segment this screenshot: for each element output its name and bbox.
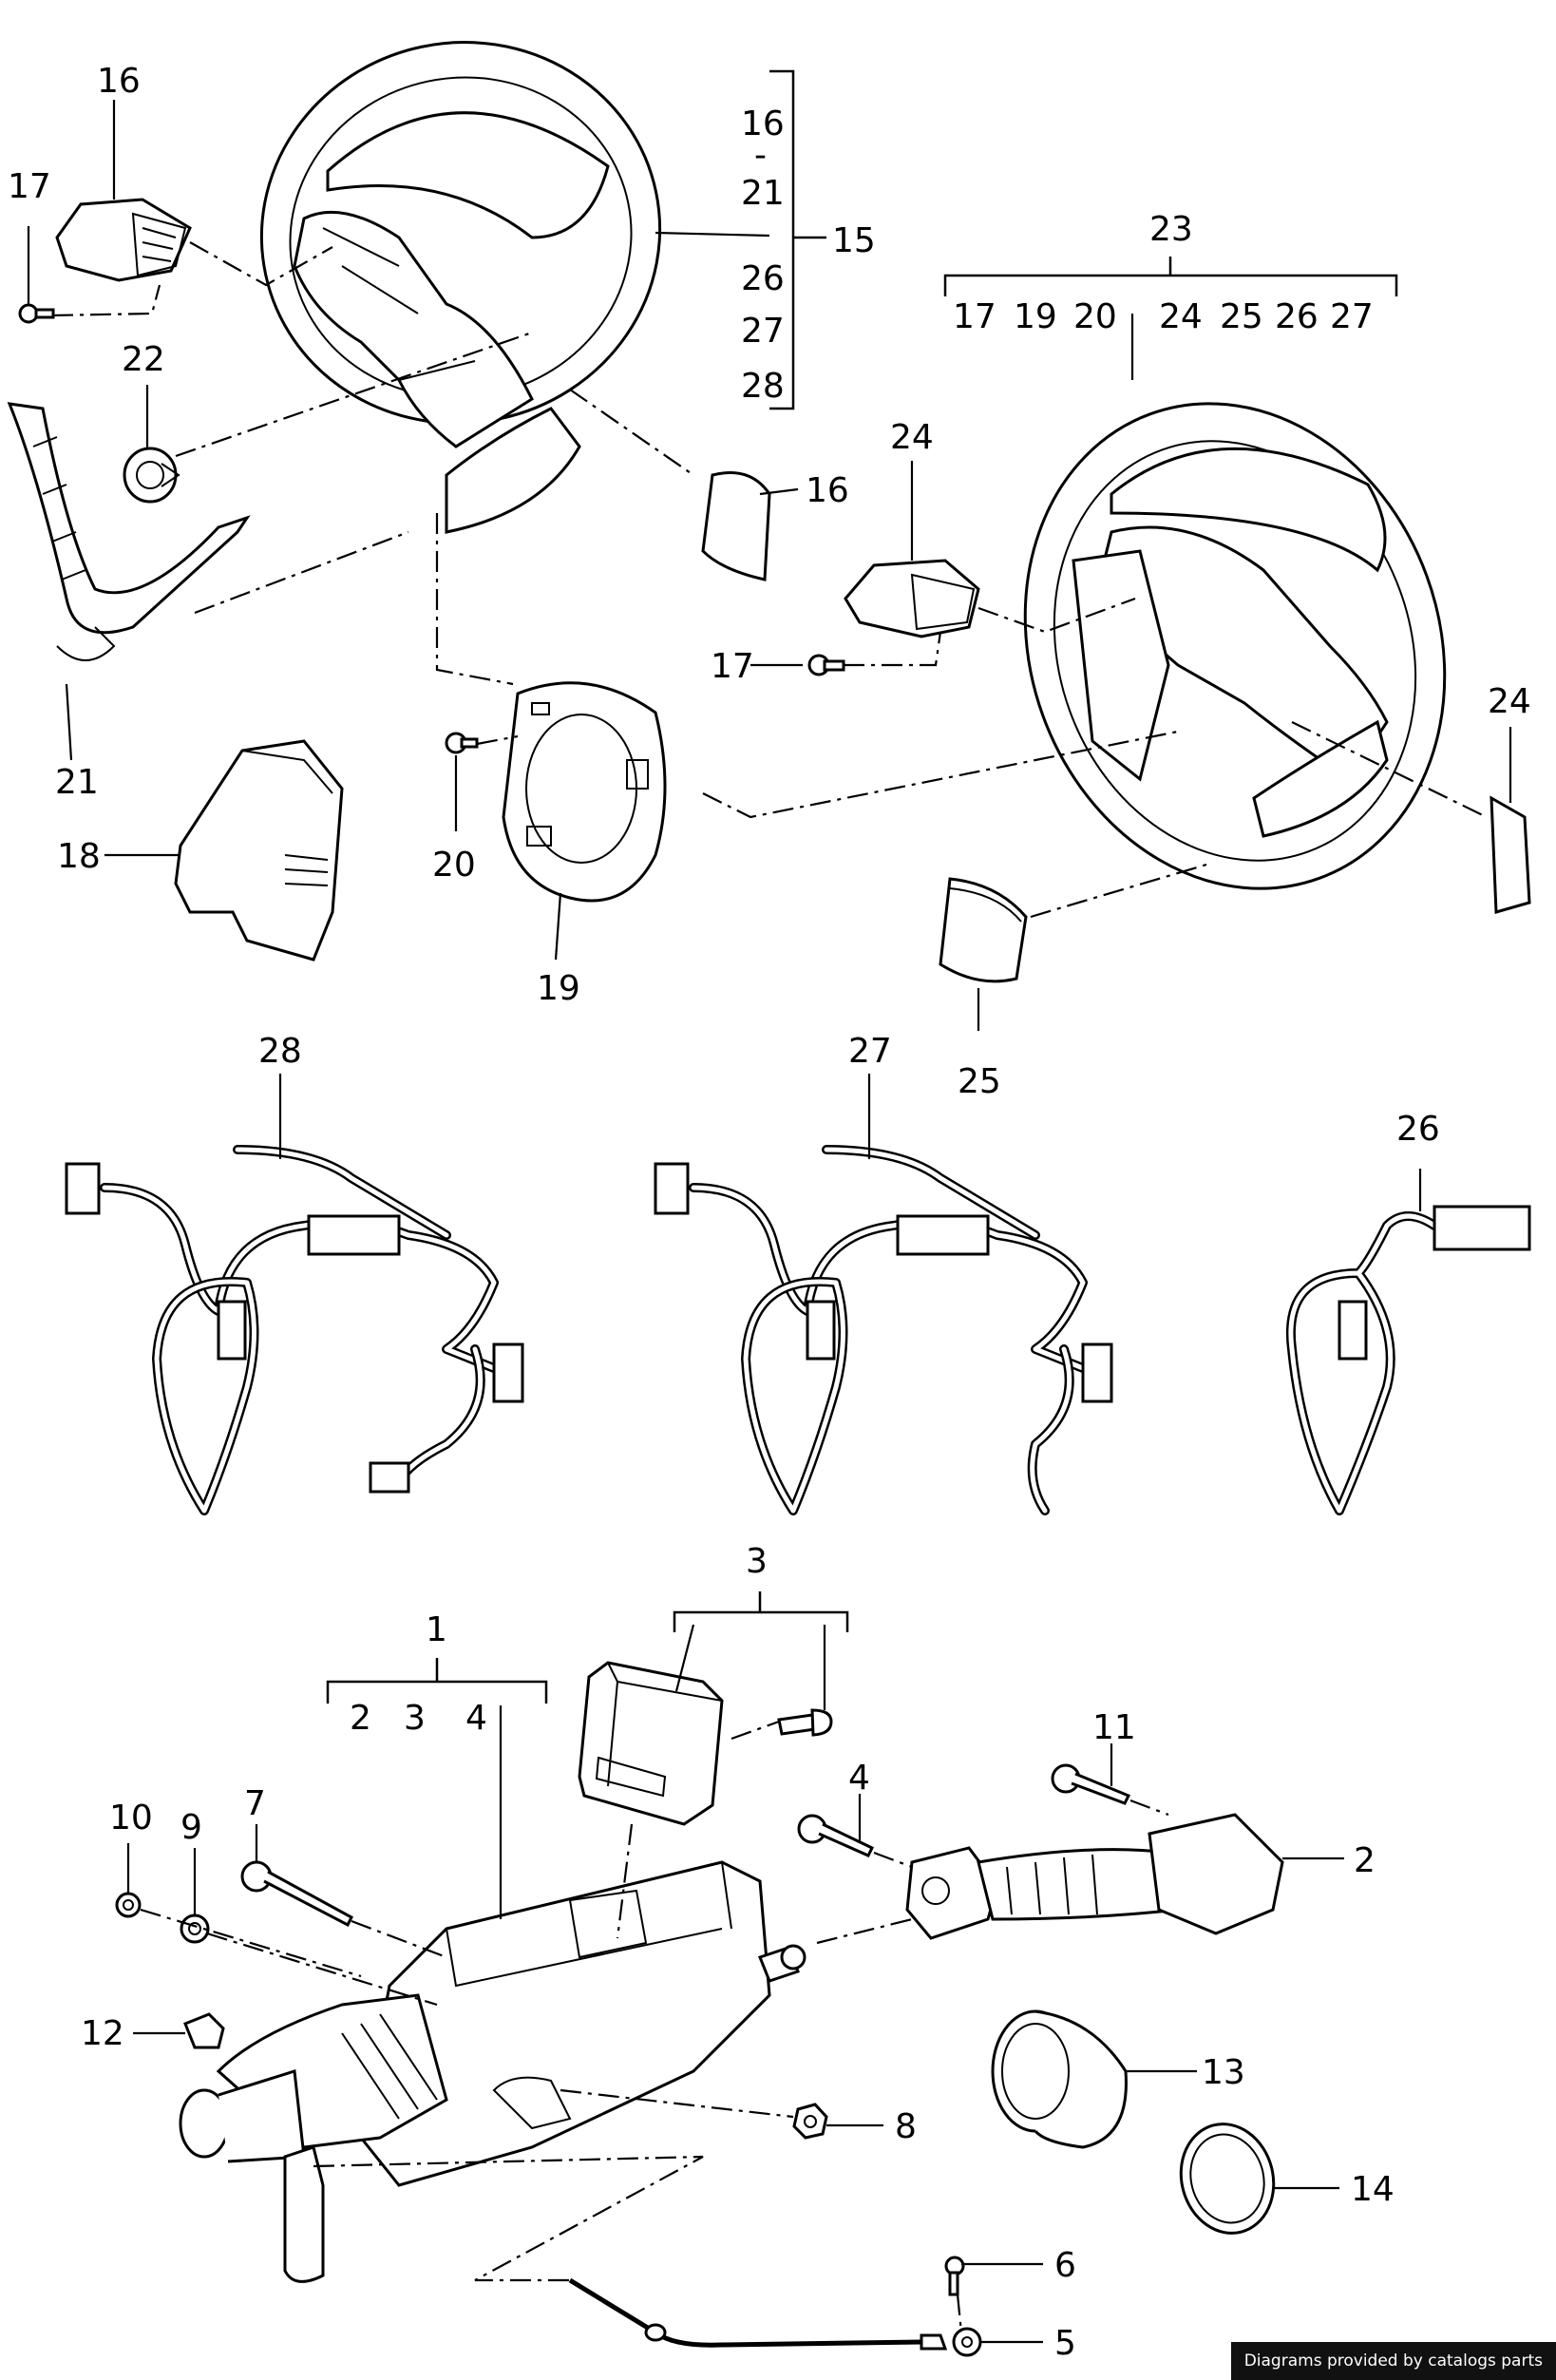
module-18 — [174, 739, 344, 962]
callout-11: 11 — [1092, 1708, 1136, 1747]
group23-27: 27 — [1330, 297, 1374, 336]
harness-27 — [654, 1145, 1113, 1515]
group1-2: 2 — [350, 1699, 371, 1738]
group15-28: 28 — [741, 367, 785, 406]
trim-21 — [7, 402, 251, 661]
washer-9 — [180, 1914, 210, 1944]
callout-2: 2 — [1354, 1841, 1376, 1880]
callout-17-left: 17 — [8, 167, 51, 206]
callout-17-middle: 17 — [711, 647, 754, 686]
callout-25: 25 — [958, 1062, 1001, 1101]
screw-17-middle — [807, 654, 845, 676]
group23-17: 17 — [953, 297, 996, 336]
callout-12: 12 — [81, 2014, 124, 2053]
cover-16-top — [55, 198, 192, 282]
screw-20 — [445, 732, 479, 754]
callout-7: 7 — [244, 1784, 266, 1823]
group1-3: 3 — [404, 1699, 426, 1738]
callout-8: 8 — [895, 2107, 917, 2146]
callout-24-right: 24 — [1488, 682, 1531, 721]
group23-25: 25 — [1220, 297, 1263, 336]
steering-column-1 — [179, 1860, 806, 2283]
group23-24: 24 — [1159, 297, 1203, 336]
bolt-11 — [1051, 1763, 1131, 1805]
callout-3: 3 — [746, 1542, 768, 1581]
screw-6 — [944, 2256, 965, 2296]
callout-19: 19 — [537, 969, 580, 1008]
group15-16: 16 — [741, 105, 785, 143]
cover-14 — [1179, 2123, 1276, 2235]
group23-20: 20 — [1073, 297, 1117, 336]
callout-18: 18 — [57, 837, 101, 876]
callouts: 16 17 22 21 18 20 19 16 15 16 - 21 26 27… — [8, 62, 1531, 2363]
assembly-lines — [51, 241, 1488, 2333]
group15-dash: - — [754, 136, 767, 175]
group15-26: 26 — [741, 259, 785, 298]
bracket-23 — [943, 257, 1398, 296]
harness-28 — [65, 1145, 524, 1515]
callout-16-top: 16 — [97, 62, 141, 101]
callout-20: 20 — [432, 846, 476, 885]
group23-19: 19 — [1014, 297, 1057, 336]
callout-16-right: 16 — [806, 471, 849, 510]
callout-15: 15 — [832, 221, 876, 260]
callout-5: 5 — [1054, 2324, 1076, 2363]
bolt-4 — [797, 1814, 875, 1857]
credit-badge: Diagrams provided by catalogs parts — [1230, 2342, 1556, 2380]
leader-lines — [27, 100, 1512, 2344]
group15-27: 27 — [741, 312, 785, 351]
group1-4: 4 — [465, 1699, 487, 1738]
cover-24-right — [1490, 795, 1531, 914]
bracket-3 — [673, 1591, 849, 1632]
group23-26: 26 — [1275, 297, 1319, 336]
callout-28: 28 — [258, 1032, 302, 1071]
callout-21: 21 — [55, 763, 99, 802]
nut-8 — [792, 2103, 828, 2140]
callout-1: 1 — [426, 1610, 447, 1649]
cover-24-left — [844, 559, 980, 638]
callout-22: 22 — [122, 340, 165, 379]
bracket-1 — [326, 1658, 548, 1704]
callout-14: 14 — [1351, 2170, 1395, 2209]
callout-4: 4 — [848, 1759, 870, 1798]
screw-3 — [777, 1708, 833, 1737]
callout-24-left: 24 — [890, 418, 934, 457]
steering-wheel-23 — [1023, 402, 1447, 890]
steering-wheel-15 — [259, 41, 662, 534]
nut-10 — [115, 1892, 142, 1918]
cable-5 — [568, 2277, 982, 2357]
cover-25 — [939, 877, 1028, 983]
screw-17-left — [18, 303, 55, 324]
group15-21: 21 — [741, 174, 785, 213]
boot-13 — [991, 2009, 1128, 2149]
callout-9: 9 — [180, 1808, 202, 1847]
clip-12 — [183, 2012, 225, 2049]
callout-26: 26 — [1396, 1110, 1440, 1149]
bracket-15 — [769, 69, 826, 410]
callout-10: 10 — [109, 1799, 153, 1837]
module-3 — [578, 1661, 724, 1826]
bolt-22 — [123, 447, 180, 504]
shaft-2 — [905, 1813, 1284, 1940]
callout-27: 27 — [848, 1032, 892, 1071]
plate-19 — [502, 681, 667, 903]
harness-26 — [1285, 1205, 1531, 1515]
callout-13: 13 — [1202, 2053, 1245, 2092]
callout-6: 6 — [1054, 2246, 1076, 2285]
cover-16-right — [701, 471, 771, 581]
callout-23: 23 — [1149, 210, 1193, 249]
bolt-7 — [240, 1860, 353, 1928]
